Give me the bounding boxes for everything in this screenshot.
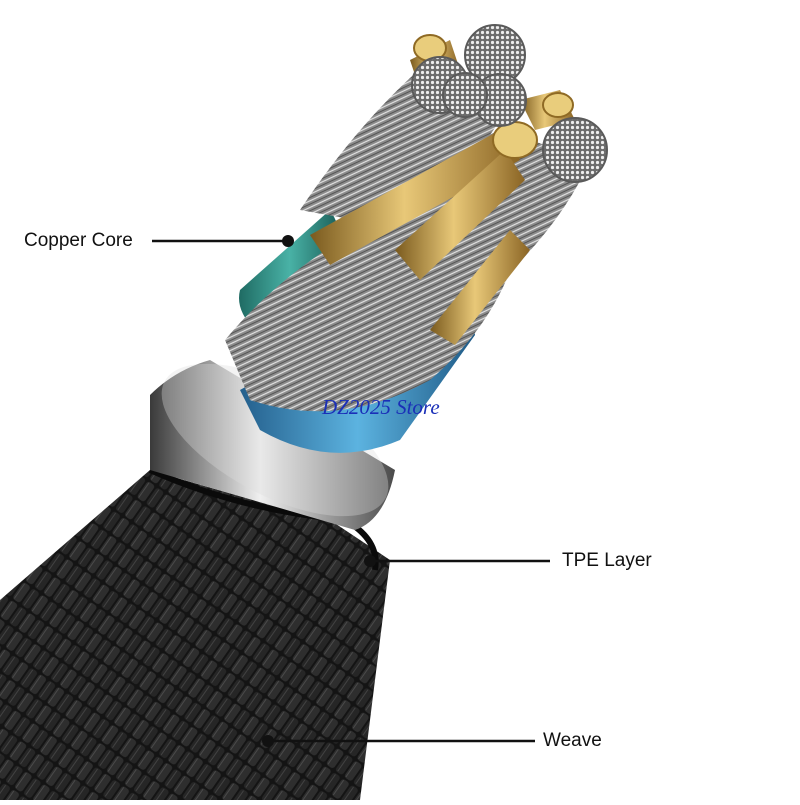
store-watermark: DZ2025 Store [322,395,440,419]
tpe-layer-callout-dot [364,555,376,567]
copper-core-label: Copper Core [24,230,133,251]
braided-jacket [0,470,390,800]
weave-callout-dot [262,735,274,747]
tpe-sleeve [150,360,395,530]
strand-end-faces [411,24,608,183]
weave-label: Weave [543,730,602,751]
copper-core-callout-dot [282,235,294,247]
tpe-layer-label: TPE Layer [562,550,652,571]
